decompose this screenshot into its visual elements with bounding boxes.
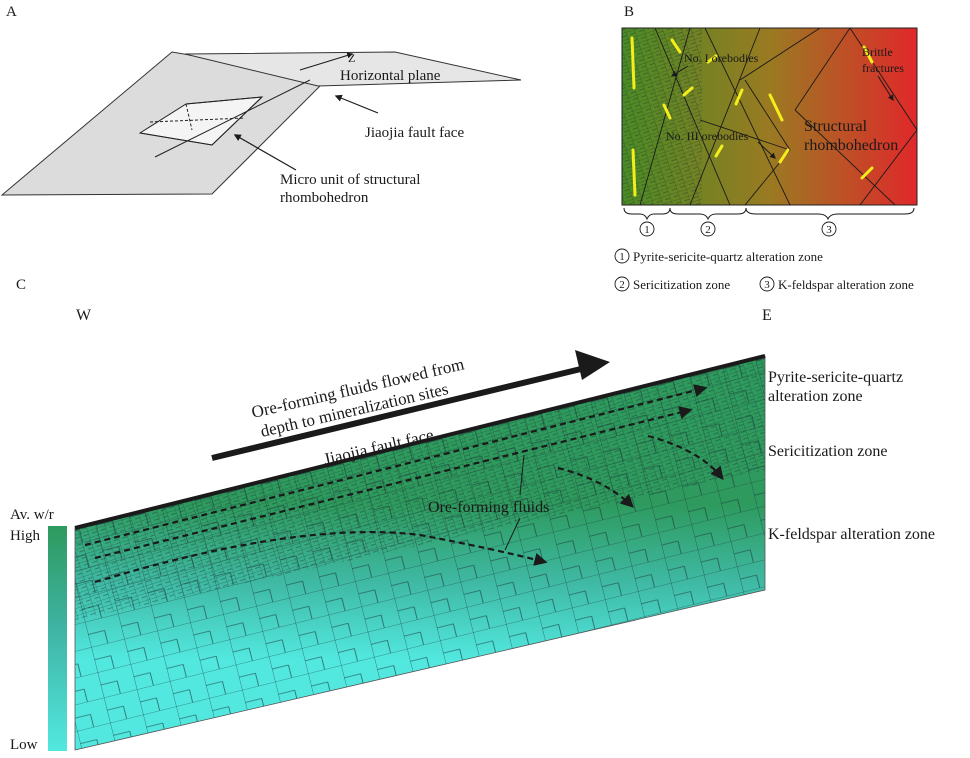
zone-label-sericitization: Sericitization zone [768,443,888,460]
horizontal-plane-label: Horizontal plane [340,68,441,84]
scale-low: Low [10,737,38,753]
svg-text:2: 2 [619,279,625,291]
orebodies-1-pointer [670,65,689,77]
fluid-paths [84,384,724,584]
zone-label-kfeldspar: K-feldspar alteration zone [768,526,935,543]
east-label: E [762,307,772,324]
zone-label-pyrite-2: alteration zone [768,388,863,405]
brittle-pointer [877,75,894,102]
brittle-label-1: Brittle [862,45,893,59]
fluids-pointer-up [519,454,525,496]
fault-face-pointer [334,94,379,114]
scale-high: High [10,528,41,544]
flow-arrow [211,350,610,461]
brittle-fracture-lines [639,28,917,205]
svg-text:2: 2 [705,224,711,236]
zone-number-1: 1 [639,221,655,237]
jiaojia-fault-line [74,354,766,530]
orebodies-3-pointer [757,141,776,159]
panel-c: C W E Ore-forming fluids flowed from dep… [10,277,935,753]
micro-unit-pointer [233,134,297,171]
panel-c-letter: C [16,277,26,293]
orebody-veins [630,36,874,197]
orebodies-1-label: No. I orebodies [684,51,759,65]
legend-zone-1: 1 Pyrite-sericite-quartz alteration zone [614,248,823,264]
zone-number-3: 3 [821,221,837,237]
svg-text:Sericitization zone: Sericitization zone [633,277,730,292]
legend-zone-2: 2 Sericitization zone [614,276,730,292]
svg-text:1: 1 [619,251,625,263]
panel-a-letter: A [6,4,17,20]
brittle-label-2: fractures [862,61,904,75]
svg-text:3: 3 [764,279,770,291]
panel-b: B [614,4,918,292]
legend-zone-3: 3 K-feldspar alteration zone [759,276,914,292]
fault-face-label: Jiaojia fault face [365,125,464,141]
rhombohedron-unit [138,79,311,158]
horizontal-plane [184,51,522,87]
svg-text:Pyrite-sericite-quartz alterat: Pyrite-sericite-quartz alteration zone [633,249,823,264]
panel-b-letter: B [624,4,634,20]
micro-unit-label-2: rhombohedron [280,190,369,206]
fluids-pointer-down [504,517,521,551]
zone-label-pyrite-1: Pyrite-sericite-quartz [768,369,903,386]
svg-text:3: 3 [826,224,832,236]
structural-label-2: rhombohedron [804,137,898,154]
panel-a: A Z Horizontal plane Jiaojia fault face … [0,4,522,206]
zone-number-2: 2 [700,221,716,237]
fluids-label: Ore-forming fluids [428,499,549,516]
svg-text:1: 1 [644,224,650,236]
orebodies-3-label: No. III orebodies [666,129,749,143]
z-label: Z [348,51,355,65]
scale-title: Av. w/r [10,507,54,523]
west-label: W [76,307,92,324]
z-arrow [299,52,354,71]
svg-text:K-feldspar alteration zone: K-feldspar alteration zone [778,277,914,292]
wr-scale-bar [48,526,67,751]
structural-label-1: Structural [804,118,868,135]
micro-unit-label-1: Micro unit of structural [280,172,420,188]
zone-braces [623,207,915,221]
